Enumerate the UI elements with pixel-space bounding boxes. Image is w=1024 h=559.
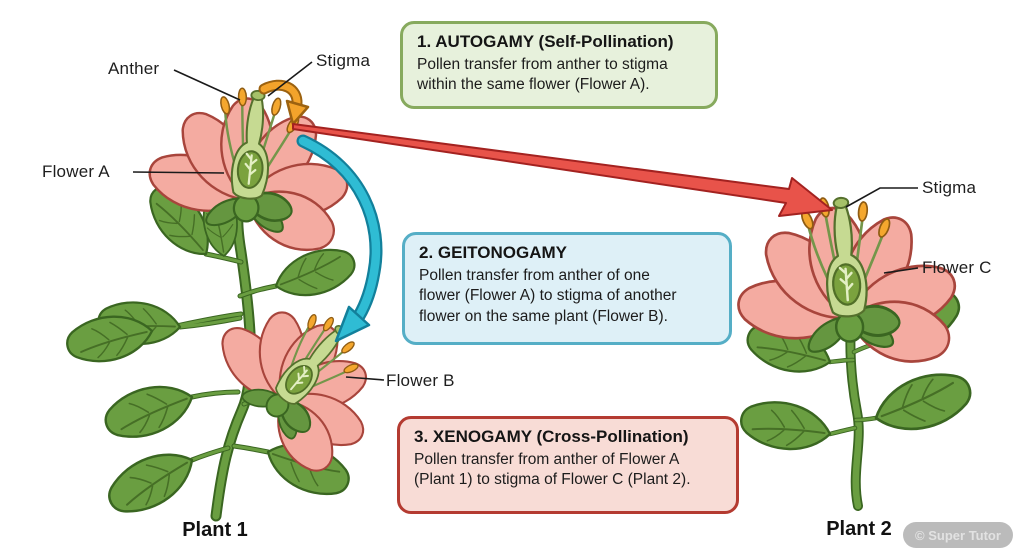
- flower-c-leader-line: [883, 267, 919, 274]
- stigma-flower-a-label: Stigma: [316, 51, 371, 70]
- flower-c-label: Flower C: [922, 258, 992, 277]
- autogamy-arrow: [258, 79, 310, 126]
- autogamy-title: 1. AUTOGAMY (Self-Pollination): [417, 32, 674, 51]
- geitonogamy-body-line: flower (Flower A) to stigma of another: [419, 287, 677, 305]
- geitonogamy-arrow: [296, 134, 383, 343]
- geitonogamy-body-line: flower on the same plant (Flower B).: [419, 307, 668, 325]
- geitonogamy-info-box: 2. GEITONOGAMY Pollen transfer from anth…: [402, 232, 732, 345]
- geitonogamy-body-line: Pollen transfer from anther of one: [419, 267, 650, 284]
- plant-1-label: Plant 1: [182, 519, 248, 541]
- anther-leader-line: [173, 69, 241, 101]
- stigma-a-leader-line: [267, 61, 313, 97]
- flower-b-label: Flower B: [386, 371, 455, 390]
- plant-2-label: Plant 2: [826, 518, 892, 540]
- plant-1-twigs: [150, 252, 278, 462]
- leaf: [867, 362, 979, 443]
- plant-1-illustration: [62, 79, 413, 525]
- xenogamy-arrow: [292, 123, 833, 217]
- flower-b-illustration: [183, 269, 413, 494]
- leaf: [99, 438, 205, 525]
- xenogamy-body-line: Pollen transfer from anther of Flower A: [414, 451, 680, 468]
- watermark-badge: © Super Tutor: [903, 522, 1013, 548]
- flower-b-leader-line: [345, 376, 385, 381]
- leaf: [98, 374, 201, 448]
- leaf: [268, 240, 362, 307]
- xenogamy-info-box: 3. XENOGAMY (Cross-Pollination) Pollen t…: [397, 416, 739, 514]
- autogamy-body-line: Pollen transfer from anther to stigma: [417, 56, 668, 73]
- autogamy-body-line: within the same flower (Flower A).: [417, 76, 650, 94]
- plant-2-stem: [847, 316, 862, 510]
- stigma-flower-c-label: Stigma: [922, 178, 977, 197]
- xenogamy-body-line: (Plant 1) to stigma of Flower C (Plant 2…: [414, 471, 691, 489]
- leaf: [736, 394, 836, 458]
- stigma-c-leader-line: [845, 187, 918, 208]
- plant-2-twigs: [828, 342, 878, 436]
- xenogamy-title: 3. XENOGAMY (Cross-Pollination): [414, 427, 689, 446]
- autogamy-info-box: 1. AUTOGAMY (Self-Pollination) Pollen tr…: [400, 21, 718, 109]
- plant-2-illustration: [726, 188, 979, 511]
- anther-label: Anther: [108, 59, 160, 78]
- flower-a-label: Flower A: [42, 162, 110, 181]
- geitonogamy-title: 2. GEITONOGAMY: [419, 243, 567, 262]
- leader-lines: [132, 61, 919, 381]
- flower-a-leader-line: [132, 171, 225, 174]
